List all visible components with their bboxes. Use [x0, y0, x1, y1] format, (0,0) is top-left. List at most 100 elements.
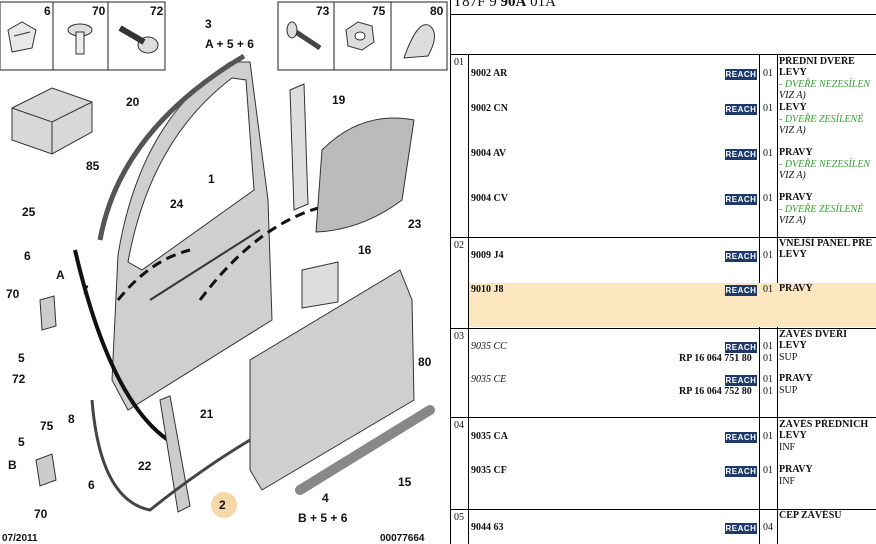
qty: 01 — [763, 431, 773, 442]
note: - DVEŘE NEZESÍLEN — [779, 78, 871, 90]
seal-20[interactable] — [97, 53, 246, 241]
outer-panel-2[interactable] — [249, 269, 415, 491]
part-ref[interactable]: 9009 J4 — [471, 250, 504, 261]
note: - DVEŘE NEZESÍLEN — [779, 158, 871, 170]
reach-badge[interactable]: REACH — [725, 523, 757, 534]
qty: 01 — [763, 68, 773, 79]
reach-badge[interactable]: REACH — [725, 285, 757, 296]
callout-label: B + 5 + 6 — [298, 511, 348, 525]
fastener-box-73[interactable] — [277, 1, 335, 71]
fastener-box-72[interactable] — [107, 1, 166, 71]
seal-21[interactable] — [159, 395, 191, 513]
group-title: ZÁVĚS PŘEDNÍCH — [779, 419, 869, 430]
reach-badge[interactable]: REACH — [725, 194, 757, 205]
side: LEVÝ — [779, 340, 807, 351]
callout-label: 85 — [86, 159, 100, 173]
side: PRAVÝ — [779, 147, 813, 158]
callout-label: 70 — [92, 4, 106, 18]
group-num: 02 — [454, 240, 464, 251]
trim-19[interactable] — [289, 83, 309, 211]
note: - DVEŘE ZESÍLENÉ — [779, 203, 864, 215]
rp-number: RP 16 064 752 80 — [679, 386, 752, 397]
note2: VIZ A) — [779, 125, 806, 136]
group-num: 05 — [454, 512, 464, 523]
group-num: 01 — [454, 57, 464, 68]
callout-label: 15 — [398, 475, 412, 489]
callout-label: 2 — [219, 498, 226, 512]
side: PRAVÝ — [779, 283, 813, 294]
callout-label: 72 — [12, 372, 26, 386]
part-ref[interactable]: 9035 CC — [471, 341, 507, 352]
callout-label: 80 — [430, 4, 444, 18]
callout-label: A + 5 + 6 — [205, 37, 254, 51]
callout-label: B — [8, 458, 17, 472]
group-title: VNĚJŠÍ PANEL PŘE — [779, 238, 873, 249]
reach-badge[interactable]: REACH — [725, 342, 757, 353]
group-title: ČEP ZÁVĚSU — [779, 510, 842, 521]
reach-badge[interactable]: REACH — [725, 432, 757, 443]
side: LEVÝ — [779, 102, 807, 113]
callout-label: 6 — [88, 478, 95, 492]
qty: 01 — [763, 250, 773, 261]
door-shell-1[interactable] — [111, 61, 273, 411]
catalog-header: T87F 9 90A 01A — [453, 0, 556, 10]
seal-dashed — [116, 203, 331, 301]
reach-badge[interactable]: REACH — [725, 466, 757, 477]
diagram-footer-left: 07/2011 — [2, 533, 38, 544]
part-ref[interactable]: 9002 AR — [471, 68, 508, 79]
callout-label: 5 — [18, 351, 25, 365]
rp-number: RP 16 064 751 80 — [679, 353, 752, 364]
callout-label: 6 — [24, 249, 31, 263]
callout-label: 75 — [40, 419, 54, 433]
position: INF — [779, 475, 796, 487]
note: - DVEŘE ZESÍLENÉ — [779, 113, 864, 125]
seal-22[interactable] — [90, 399, 251, 512]
part-ref[interactable]: 9044 63 — [471, 522, 504, 533]
reach-badge[interactable]: REACH — [725, 251, 757, 262]
reach-badge[interactable]: REACH — [725, 375, 757, 386]
hinge-lower[interactable] — [35, 453, 57, 487]
fastener-box-80[interactable] — [390, 1, 448, 71]
relay-block-85[interactable] — [11, 87, 93, 155]
callout-label: 7 — [82, 283, 89, 297]
position: SUP — [779, 384, 798, 396]
reach-badge[interactable]: REACH — [725, 104, 757, 115]
qty: 01 — [763, 374, 773, 385]
callout-label: 3 — [205, 17, 212, 31]
qty: 01 — [763, 193, 773, 204]
lock-16[interactable] — [301, 261, 339, 309]
callout-label: 22 — [138, 459, 152, 473]
parts-list: T87F 9 90A 01A 01 02 03 04 05 PŘEDNÍ DVE… — [450, 0, 876, 544]
part-ref[interactable]: 9002 CN — [471, 103, 508, 114]
group-title: ZÁVĚS DVEŘÍ — [779, 329, 848, 340]
part-ref[interactable]: 9035 CA — [471, 431, 508, 442]
callout-label: 70 — [6, 287, 20, 301]
fastener-box-6[interactable] — [0, 1, 54, 71]
position: INF — [779, 441, 796, 453]
reach-badge[interactable]: REACH — [725, 69, 757, 80]
part-ref[interactable]: 9035 CF — [471, 465, 507, 476]
side: PRAVÝ — [779, 464, 813, 475]
side: PRAVÝ — [779, 192, 813, 203]
reach-badge[interactable]: REACH — [725, 149, 757, 160]
callout-label: 1 — [208, 172, 215, 186]
moulding-15[interactable] — [295, 405, 435, 495]
side: LEVÝ — [779, 249, 807, 260]
group-num: 03 — [454, 331, 464, 342]
part-ref[interactable]: 9004 CV — [471, 193, 508, 204]
hinge-upper[interactable] — [39, 295, 57, 331]
note2: VIZ A) — [779, 90, 806, 101]
part-ref[interactable]: 9035 CE — [471, 374, 507, 385]
callout-label: 8 — [68, 412, 75, 426]
qty: 01 — [763, 148, 773, 159]
part-ref[interactable]: 9010 J8 — [471, 284, 504, 295]
part-ref[interactable]: 9004 AV — [471, 148, 507, 159]
panel-23[interactable] — [315, 117, 415, 233]
fastener-box-75[interactable] — [333, 1, 392, 71]
qty: 01 — [763, 341, 773, 352]
diagram-footer-right: 00077664 — [380, 533, 425, 544]
door-seal-curve — [73, 249, 170, 442]
callout-label: 80 — [418, 355, 432, 369]
side: LEVÝ — [779, 67, 807, 78]
